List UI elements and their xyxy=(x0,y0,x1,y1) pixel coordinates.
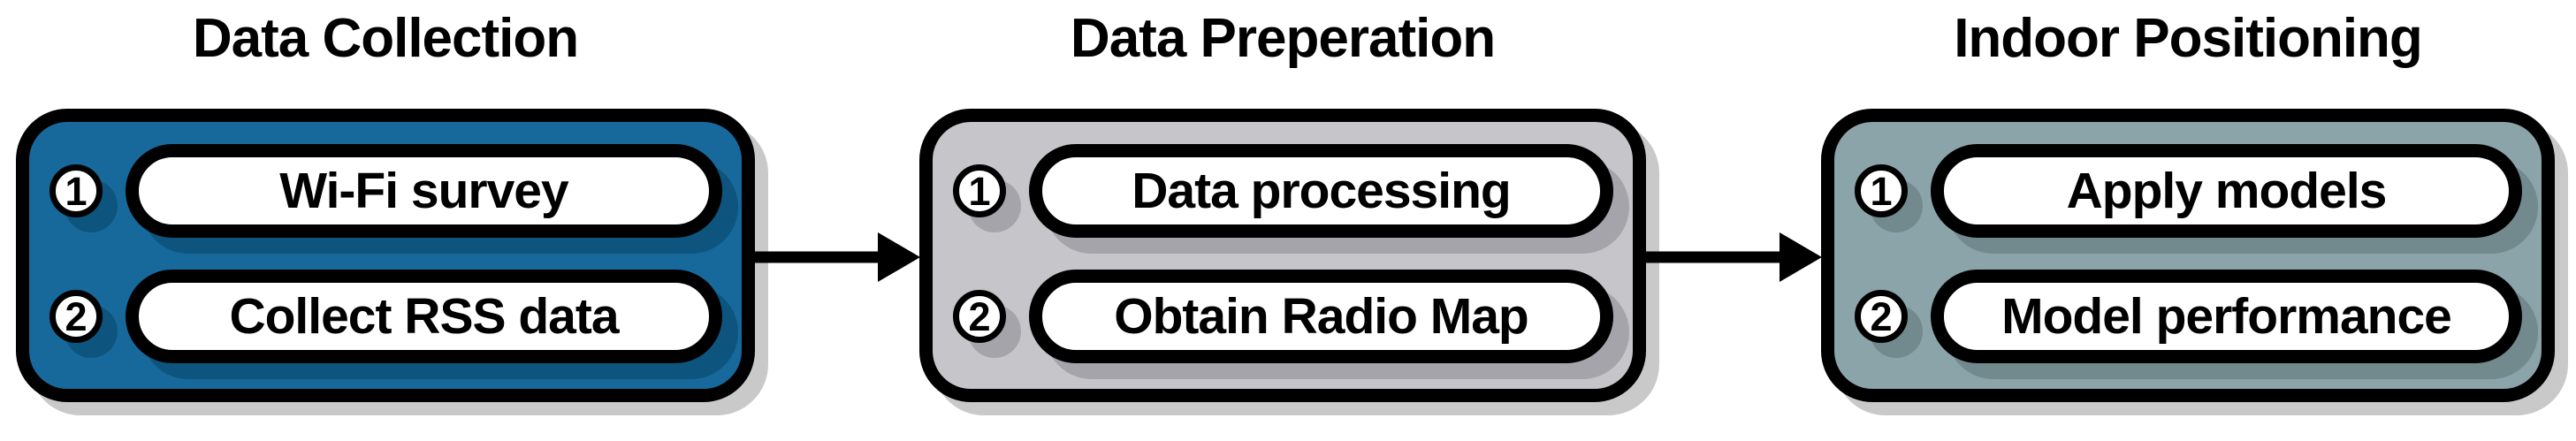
step-number-badge: 2 xyxy=(953,290,1006,343)
panel-title: Data Preperation xyxy=(1070,8,1496,69)
step-pill: Model performance xyxy=(1931,270,2522,363)
panel-box: 1 Apply models 2 Model performance xyxy=(1821,109,2555,402)
step-row: 1 Apply models xyxy=(1855,144,2522,238)
step-label: Wi-Fi survey xyxy=(279,163,568,219)
step-number-badge: 1 xyxy=(1855,164,1908,217)
step-label: Apply models xyxy=(2066,163,2388,219)
flow-arrow-icon xyxy=(752,232,920,282)
panel-indoor-positioning: Indoor Positioning 1 Apply models 2 Mode… xyxy=(1821,0,2555,441)
panel-title: Indoor Positioning xyxy=(1954,8,2423,69)
step-number-badge: 2 xyxy=(1855,290,1908,343)
step-label: Data processing xyxy=(1132,163,1511,219)
step-row: 1 Data processing xyxy=(953,144,1613,238)
panel-box: 1 Data processing 2 Obtain Radio Map xyxy=(919,109,1646,402)
panel-title: Data Collection xyxy=(192,8,579,69)
step-pill: Data processing xyxy=(1029,144,1613,238)
flow-arrow-icon xyxy=(1643,232,1822,282)
step-pill: Wi-Fi survey xyxy=(126,144,722,238)
step-label: Collect RSS data xyxy=(229,288,619,345)
step-number-badge: 1 xyxy=(50,164,103,217)
step-pill: Apply models xyxy=(1931,144,2522,238)
panel-data-preperation: Data Preperation 1 Data processing 2 Obt… xyxy=(919,0,1646,441)
step-label: Model performance xyxy=(2001,288,2452,345)
step-row: 2 Model performance xyxy=(1855,270,2522,363)
step-pill: Obtain Radio Map xyxy=(1029,270,1613,363)
panel-data-collection: Data Collection 1 Wi-Fi survey 2 Collect… xyxy=(16,0,755,441)
step-row: 2 Obtain Radio Map xyxy=(953,270,1613,363)
step-label: Obtain Radio Map xyxy=(1114,288,1528,345)
step-number-badge: 2 xyxy=(50,290,103,343)
panel-box: 1 Wi-Fi survey 2 Collect RSS data xyxy=(16,109,755,402)
step-row: 2 Collect RSS data xyxy=(50,270,722,363)
step-row: 1 Wi-Fi survey xyxy=(50,144,722,238)
step-pill: Collect RSS data xyxy=(126,270,722,363)
step-number-badge: 1 xyxy=(953,164,1006,217)
